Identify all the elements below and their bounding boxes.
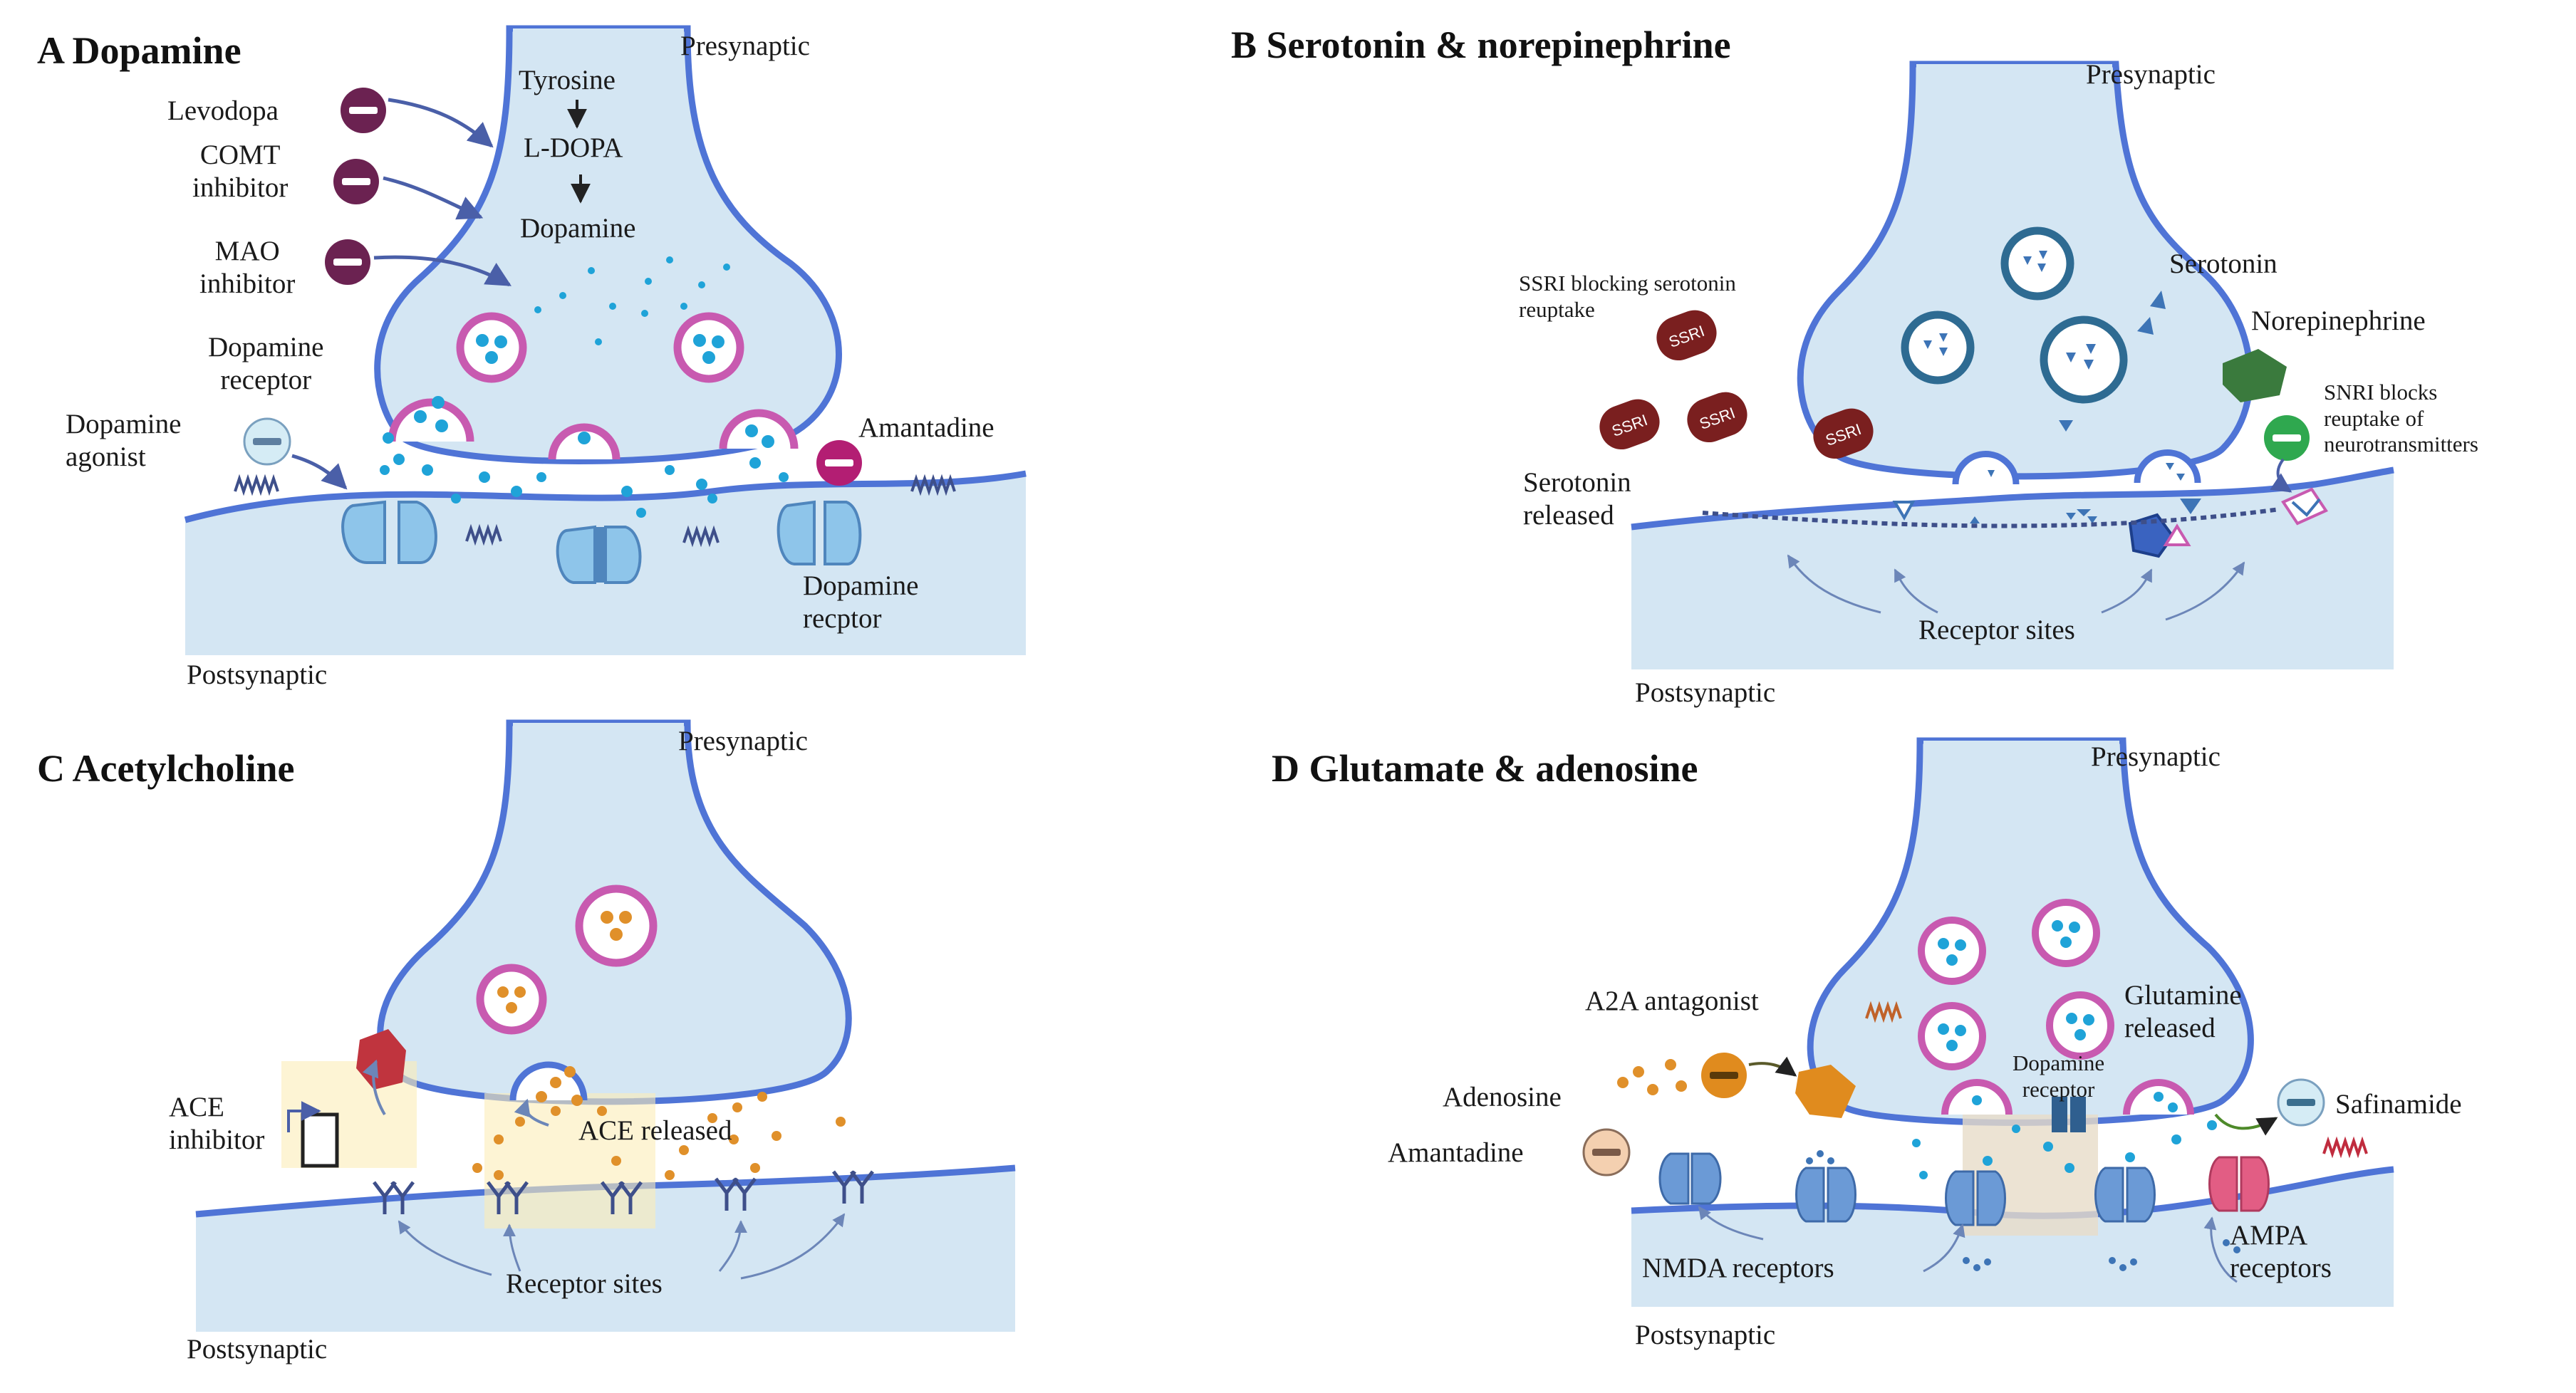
vesicle-icon [2000, 226, 2074, 301]
ace-inhibitor-box [287, 1101, 339, 1168]
nmda-label: NMDA receptors [1642, 1253, 1834, 1283]
panel-d [1582, 737, 2394, 1307]
receptor-channel-icon [556, 525, 642, 584]
receptor-sites-label-c: Receptor sites [506, 1268, 663, 1299]
drug-capsule-icon [333, 159, 379, 204]
presynaptic-label-b: Presynaptic [2086, 59, 2216, 90]
receptor-channel-icon [777, 500, 862, 565]
levodopa-label: Levodopa [167, 95, 279, 126]
vesicle-icon [2040, 315, 2128, 404]
drug-capsule-icon [816, 440, 862, 486]
receptor-channel-icon [1795, 1167, 1856, 1223]
vesicle-icon [2046, 991, 2114, 1060]
drug-capsule-icon [2277, 1078, 2325, 1127]
serotonin-released-label: Serotonin released [1523, 467, 1631, 531]
drug-capsule-icon [341, 88, 386, 133]
serotonin-label: Serotonin [2169, 249, 2278, 279]
panel-c [195, 719, 1016, 1332]
ampa-receptor-icon [2208, 1156, 2270, 1212]
postsynaptic-label-b: Postsynaptic [1635, 677, 1776, 708]
highlight-box [484, 1093, 655, 1228]
ssri-capsule-icon: SSRI [1687, 392, 1747, 443]
drug-capsule-icon [243, 417, 291, 466]
panel-b: SSRI SSRI SSRI SSRI [1599, 61, 2394, 669]
ssri-capsule-icon: SSRI [1656, 310, 1717, 361]
fusing-vesicle-1 [388, 396, 474, 442]
dopamine-label: Dopamine [520, 213, 636, 244]
norepinephrine-label: Norepinephrine [2251, 306, 2426, 336]
ssri-capsule-icon: SSRI [1813, 408, 1874, 459]
glutamine-label: Glutamine released [2124, 980, 2242, 1044]
dopamine-receptor-icon [2052, 1097, 2086, 1132]
ssri-capsule-icon: SSRI [1599, 399, 1660, 450]
vesicle-icon [2032, 899, 2100, 967]
ace-released-label: ACE released [578, 1115, 732, 1146]
postsynaptic-label-d: Postsynaptic [1635, 1320, 1776, 1350]
vesicle-icon [456, 312, 527, 383]
vesicle-icon [476, 964, 547, 1035]
presynaptic-label-c: Presynaptic [678, 726, 808, 756]
tyrosine-label: Tyrosine [519, 65, 616, 95]
mao-label: MAO inhibitor [199, 236, 296, 300]
vesicle-icon [1901, 311, 1975, 385]
panel-a-title: A Dopamine [37, 29, 242, 72]
postsynaptic-label-a: Postsynaptic [187, 659, 328, 690]
vesicle-icon [1918, 917, 1986, 985]
vesicle-icon [673, 312, 744, 383]
postsynaptic-label-c: Postsynaptic [187, 1334, 328, 1365]
a2a-receptor-icon [1795, 1065, 1856, 1118]
presynaptic-label-d: Presynaptic [2091, 741, 2221, 772]
vesicle-icon [1918, 1002, 1986, 1070]
norepinephrine-transporter-icon [2223, 349, 2287, 402]
drug-capsule-icon [2264, 415, 2310, 461]
panel-b-title: B Serotonin & norepinephrine [1231, 24, 1731, 66]
dopamine-agonist-label: Dopamine agonist [66, 409, 182, 473]
receptor-channel-icon [341, 500, 437, 564]
panel-c-title: C Acetylcholine [37, 747, 295, 790]
fusing-vesicle-2 [548, 423, 620, 460]
presynaptic-label-a: Presynaptic [680, 31, 810, 61]
dopamine-receptor-label-d: Dopamine receptor [2012, 1050, 2105, 1102]
panel-a [184, 25, 1027, 655]
postsynaptic-membrane-b [1631, 470, 2394, 669]
ssri-blocking-label: SSRI blocking serotonin reuptake [1519, 271, 1736, 322]
dopamine-recptor-label: Dopamine recptor [803, 570, 919, 635]
adenosine-label: Adenosine [1443, 1082, 1562, 1112]
comt-label: COMT inhibitor [192, 140, 289, 204]
snri-label: SNRI blocks reuptake of neurotransmitter… [2324, 380, 2478, 457]
safinamide-label: Safinamide [2335, 1089, 2462, 1120]
receptor-channel-icon [1945, 1170, 2006, 1226]
receptor-sites-label-b: Receptor sites [1918, 615, 2075, 645]
panel-d-title: D Glutamate & adenosine [1272, 747, 1698, 790]
drug-capsule-icon [1701, 1053, 1747, 1098]
drug-capsule-icon [1582, 1128, 1631, 1177]
a2a-antagonist-label: A2A antagonist [1585, 986, 1759, 1016]
ldopa-label: L-DOPA [524, 132, 623, 163]
drug-capsule-icon [325, 239, 370, 285]
arrow-icon [291, 98, 512, 490]
amantadine-label-d: Amantadine [1388, 1137, 1524, 1168]
dopamine-receptor-label-a: Dopamine receptor [208, 332, 324, 396]
receptor-channel-icon [1658, 1152, 1722, 1205]
receptor-channel-icon [2094, 1167, 2156, 1223]
vesicle-icon [575, 885, 658, 967]
ace-inhibitor-label: ACE inhibitor [169, 1092, 265, 1156]
ampa-label: AMPA receptors [2230, 1220, 2332, 1284]
fusing-vesicle-3 [719, 409, 799, 449]
amantadine-label-a: Amantadine [858, 412, 994, 443]
